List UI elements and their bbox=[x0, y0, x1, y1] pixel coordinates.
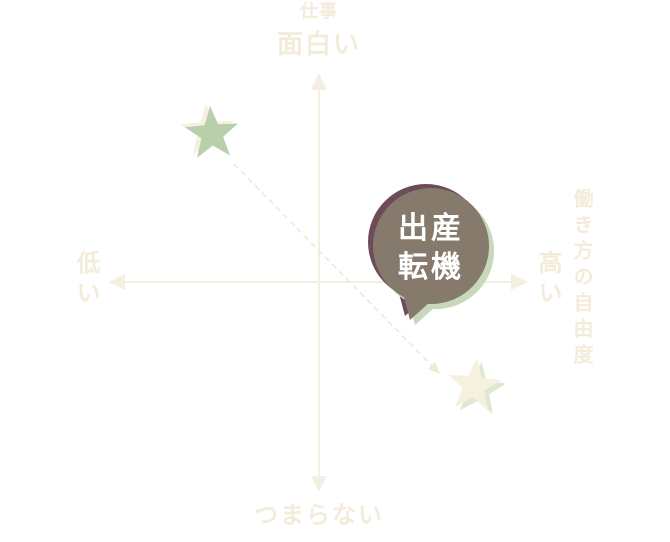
start-star-icon bbox=[179, 101, 241, 159]
bottom-axis-label: つまらない bbox=[254, 501, 384, 529]
horizontal-axis-title: 働き方の自由度 bbox=[570, 188, 594, 370]
top-axis-label-small: 仕事 bbox=[300, 1, 338, 22]
left-axis-label: 低い bbox=[72, 250, 100, 310]
axis-arrow-up-icon bbox=[311, 73, 327, 90]
axis-arrow-left-icon bbox=[108, 274, 125, 290]
speech-bubble-icon bbox=[368, 184, 494, 325]
dashed-arrow-icon bbox=[233, 163, 440, 374]
bubble-text-line2: 転機 bbox=[398, 250, 464, 285]
right-axis-label: 高い bbox=[534, 250, 562, 310]
axis-arrow-right-icon bbox=[511, 274, 528, 290]
bubble-text-line1: 出産 bbox=[398, 211, 464, 246]
end-star-icon bbox=[445, 355, 509, 415]
axis-arrow-down-icon bbox=[311, 476, 327, 492]
top-axis-label: 面白い bbox=[276, 30, 361, 60]
